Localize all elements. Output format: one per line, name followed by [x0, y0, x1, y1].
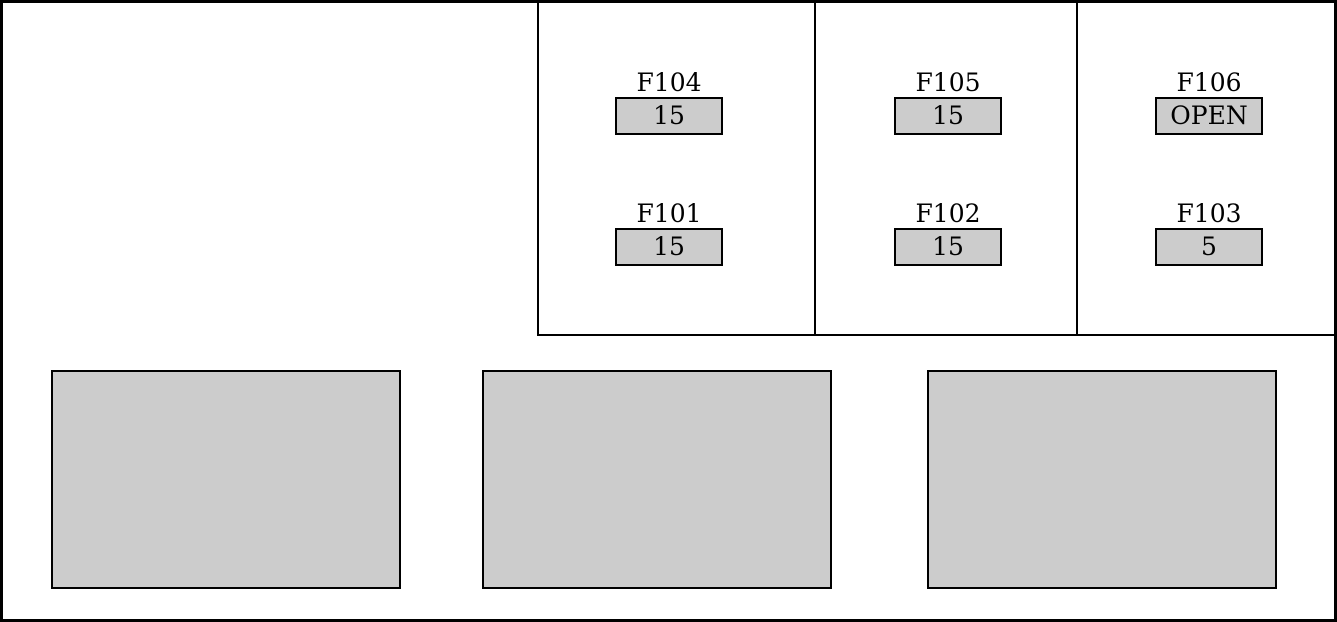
fuse-rating: 15 — [615, 97, 723, 135]
fuse-rating: 15 — [894, 228, 1002, 266]
fuse-f106: F106 OPEN — [1154, 69, 1264, 135]
fuse-label: F101 — [636, 199, 702, 228]
fuse-label: F104 — [636, 68, 702, 97]
relay-1 — [51, 370, 401, 589]
fuse-label: F105 — [915, 68, 981, 97]
fuse-panel: F104 15 F105 15 F106 OPEN F101 15 F102 1… — [537, 0, 1337, 336]
fuse-rating: 15 — [615, 228, 723, 266]
fuse-rating: OPEN — [1155, 97, 1263, 135]
fuse-f105: F105 15 — [893, 69, 1003, 135]
fuse-label: F103 — [1176, 199, 1242, 228]
relay-3 — [927, 370, 1277, 589]
fuse-rating: 5 — [1155, 228, 1263, 266]
column-divider-2 — [1076, 0, 1078, 334]
fuse-f103: F103 5 — [1154, 200, 1264, 266]
column-divider-1 — [814, 0, 816, 334]
fuse-f101: F101 15 — [614, 200, 724, 266]
fuse-f102: F102 15 — [893, 200, 1003, 266]
fuse-rating: 15 — [894, 97, 1002, 135]
fuse-f104: F104 15 — [614, 69, 724, 135]
fuse-label: F106 — [1176, 68, 1242, 97]
relay-2 — [482, 370, 832, 589]
fuse-label: F102 — [915, 199, 981, 228]
